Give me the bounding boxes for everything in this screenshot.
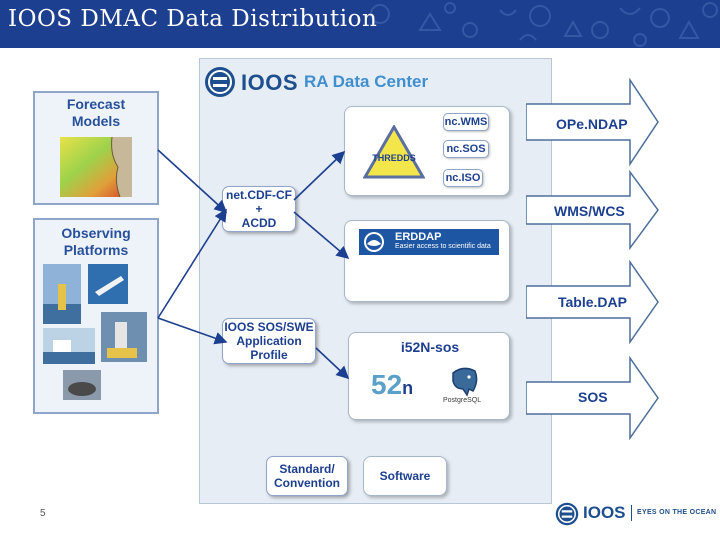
forecast-title-line2: Models	[71, 113, 121, 129]
thredds-label: THREDDS	[372, 153, 416, 163]
netcdf-line3: ACDD	[241, 216, 277, 230]
ncwms-service: nc.WMS	[443, 113, 489, 131]
52n-logo-text: 52	[371, 369, 403, 400]
output-arrows	[526, 78, 659, 441]
tabledap-arrow	[526, 259, 659, 345]
footer-ioos-logo: IOOS EYES ON THE OCEAN	[555, 500, 717, 528]
opendap-arrow	[526, 78, 659, 167]
forecast-model-map-image	[60, 137, 132, 197]
forecast-to-netcdf-arrow	[157, 149, 228, 214]
sos-swe-line3: Profile	[250, 348, 288, 362]
52n-logo-sup: n	[402, 378, 414, 398]
ioos-sos-swe-convention: IOOS SOS/SWE Application Profile	[222, 318, 316, 364]
netcdf-line1: net.CDF-CF	[226, 188, 292, 202]
tabledap-label: Table.DAP	[558, 294, 627, 310]
opendap-label: OPe.NDAP	[556, 116, 628, 132]
sos-arrow	[526, 355, 659, 441]
page-number: 5	[40, 508, 46, 519]
sos-swe-to-i52n-arrow	[315, 347, 350, 380]
legend-standard-line1: Standard/	[279, 462, 335, 476]
netcdf-to-erddap-arrow	[293, 211, 350, 260]
noaa-icon	[364, 232, 384, 252]
erddap-tagline: Easier access to scientific data	[395, 243, 491, 250]
observing-platforms-box: Observing Platforms	[33, 218, 159, 414]
sos-label: SOS	[578, 389, 608, 405]
footer-ioos-text: IOOS	[583, 503, 626, 522]
erddap-server-box: ERDDAP Easier access to scientific data	[344, 220, 510, 302]
ra-data-center-title: RA Data Center	[304, 72, 429, 91]
wms-wcs-arrow	[526, 169, 659, 251]
ncsos-service: nc.SOS	[443, 140, 489, 158]
thredds-triangle-icon: THREDDS	[363, 125, 425, 179]
observing-title-line2: Platforms	[63, 242, 129, 258]
netcdf-to-thredds-arrow	[293, 150, 346, 201]
i52n-sos-title: i52N-sos	[400, 339, 460, 355]
postgresql-elephant-icon	[452, 367, 478, 397]
sos-swe-line2: Application	[236, 334, 302, 348]
ra-data-center-logo: IOOS RA Data Center	[204, 66, 504, 102]
erddap-logo-banner: ERDDAP Easier access to scientific data	[359, 229, 499, 255]
ioos-circle-icon	[205, 67, 235, 97]
postgresql-label: PostgreSQL	[443, 397, 482, 404]
legend-standard-convention: Standard/ Convention	[266, 456, 348, 496]
wms-wcs-label: WMS/WCS	[554, 203, 625, 219]
ra-ioos-logo-text: IOOS	[241, 70, 299, 95]
header-ocean-icons-pattern	[370, 2, 718, 47]
forecast-title-line1: Forecast	[66, 96, 126, 112]
legend-software: Software	[363, 456, 447, 496]
thredds-server-box: THREDDS nc.WMS nc.SOS nc.ISO	[344, 106, 510, 196]
sos-swe-line1: IOOS SOS/SWE	[224, 320, 314, 334]
nciso-service: nc.ISO	[443, 169, 483, 187]
netcdf-line2: +	[255, 202, 263, 216]
observing-to-sos-swe-arrow	[157, 317, 228, 345]
52n-logo: 52n	[371, 369, 413, 401]
footer-ioos-circle-icon	[555, 502, 579, 526]
slide-title: IOOS DMAC Data Distribution	[8, 6, 378, 32]
legend-standard-line2: Convention	[274, 476, 340, 490]
observing-to-netcdf-arrow	[157, 208, 227, 319]
erddap-name: ERDDAP	[395, 231, 442, 243]
forecast-models-box: Forecast Models	[33, 91, 159, 205]
observing-platforms-photos	[43, 264, 147, 400]
observing-title-line1: Observing	[61, 225, 131, 241]
netcdf-cf-acdd-convention: net.CDF-CF + ACDD	[222, 186, 296, 232]
slide-header: IOOS DMAC Data Distribution	[0, 0, 720, 48]
footer-tagline: EYES ON THE OCEAN	[637, 509, 717, 516]
footer-logo-divider	[631, 505, 632, 521]
